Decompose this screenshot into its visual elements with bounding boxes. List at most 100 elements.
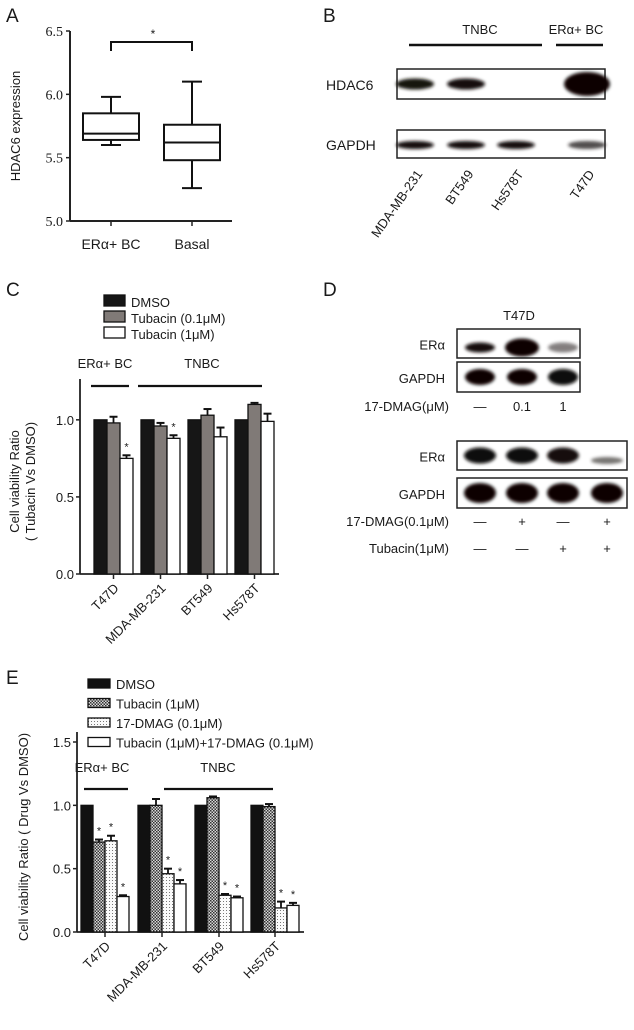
significance-star: * <box>166 855 171 867</box>
legend-label: Tubacin (1μM) <box>116 697 200 712</box>
bar <box>166 437 181 575</box>
bar <box>206 797 220 933</box>
bar <box>104 840 118 933</box>
blot-band <box>564 72 610 96</box>
panel-label-e: E <box>6 668 19 689</box>
y-tick-label: 1.0 <box>56 413 74 428</box>
row-label-gapdh: GAPDH <box>326 137 376 153</box>
bar <box>200 414 215 575</box>
blot-band <box>396 141 434 149</box>
treatment-value: — <box>557 514 570 529</box>
blot-band <box>396 78 434 90</box>
blot-band <box>547 447 579 464</box>
bar <box>274 907 288 933</box>
significance-star: * <box>121 881 126 893</box>
legend-label: DMSO <box>131 295 170 310</box>
blot-band <box>447 78 485 90</box>
bar <box>116 895 130 933</box>
y-axis-label: HDAC6 expression <box>8 71 23 182</box>
blot-band <box>548 369 578 385</box>
legend-label: 17-DMAG (0.1μM) <box>116 716 222 731</box>
blot-band <box>547 483 579 503</box>
bar <box>161 873 175 933</box>
legend-swatch <box>103 326 126 339</box>
row-label-hdac6: HDAC6 <box>326 77 374 93</box>
y-axis-label-line2: ( Tubacin Vs DMSO) <box>23 422 38 541</box>
row-label: GAPDH <box>399 487 445 502</box>
blot-band <box>464 447 496 464</box>
panel-label-d: D <box>323 280 337 301</box>
legend-swatch <box>87 678 111 689</box>
y-tick-label: 6.0 <box>46 88 64 103</box>
blot-title: T47D <box>503 308 535 323</box>
y-tick-label: 1.5 <box>53 735 71 750</box>
y-tick-label: 5.5 <box>46 152 64 167</box>
bar <box>80 804 94 933</box>
x-tick-label: BT549 <box>189 939 227 977</box>
significance-star: * <box>178 866 183 878</box>
significance-star: * <box>151 27 156 41</box>
bar <box>187 419 202 575</box>
blot-band <box>568 141 606 149</box>
x-tick-label: Hs578T <box>240 938 283 981</box>
group-label: TNBC <box>184 356 219 371</box>
x-tick-label: Hs578T <box>220 580 263 623</box>
bar <box>247 403 262 575</box>
treatment-value: — <box>474 541 487 556</box>
significance-star: * <box>97 826 102 838</box>
y-axis-label: Cell viability Ratio <box>7 430 22 533</box>
blot-band <box>506 483 538 503</box>
row-label: ERα <box>419 338 445 353</box>
panel-label-a: A <box>6 6 19 27</box>
treatment-value: + <box>603 514 611 529</box>
legend-label: Tubacin (1μM)+17-DMAG (0.1μM) <box>116 736 314 751</box>
y-tick-label: 6.5 <box>46 25 64 40</box>
legend-swatch <box>87 697 111 709</box>
blot-band <box>497 141 535 149</box>
bar <box>92 841 106 933</box>
group-label: ERα+ BC <box>78 356 133 371</box>
y-tick-label: 0.5 <box>53 862 71 877</box>
bar-group-hs578t <box>234 401 275 575</box>
bar <box>230 897 244 933</box>
bar <box>149 804 163 933</box>
y-tick-label: 0.0 <box>53 925 71 940</box>
bar-group-bt549 <box>187 408 228 575</box>
significance-star: * <box>223 880 228 892</box>
blot-band <box>465 369 495 385</box>
lane-label: BT549 <box>442 167 476 207</box>
x-tick-label: T47D <box>80 939 113 972</box>
panel-label-b: B <box>323 6 336 27</box>
blot-band <box>548 342 578 353</box>
legend-swatch <box>87 717 111 728</box>
bar <box>213 436 228 575</box>
bar <box>93 419 108 575</box>
bar <box>137 804 151 933</box>
bar-group-mda-mb-231: * <box>140 419 181 575</box>
bar-group-bt549: ** <box>194 795 244 933</box>
treatment-value: — <box>474 514 487 529</box>
blot-band <box>447 141 485 149</box>
bar <box>250 804 264 933</box>
blot-band <box>591 483 623 503</box>
legend-label: Tubacin (0.1μM) <box>131 311 225 326</box>
treatment-value: + <box>518 514 526 529</box>
box-basal <box>163 80 221 190</box>
significance-star: * <box>109 822 114 834</box>
row-label: GAPDH <box>399 371 445 386</box>
box-era-bc <box>82 95 140 146</box>
treatment-value: — <box>516 541 529 556</box>
bar <box>119 457 134 575</box>
treatment-value: + <box>559 541 567 556</box>
blot-band <box>506 447 538 464</box>
bar-group-mda-mb-231: ** <box>137 798 187 933</box>
bar-group-t47d: * <box>93 415 134 575</box>
treatment-label: 17-DMAG(0.1μM) <box>346 514 449 529</box>
blot-band <box>505 338 539 357</box>
condition-value: — <box>474 399 487 414</box>
x-tick-label: T47D <box>89 581 122 614</box>
bar <box>140 419 155 575</box>
